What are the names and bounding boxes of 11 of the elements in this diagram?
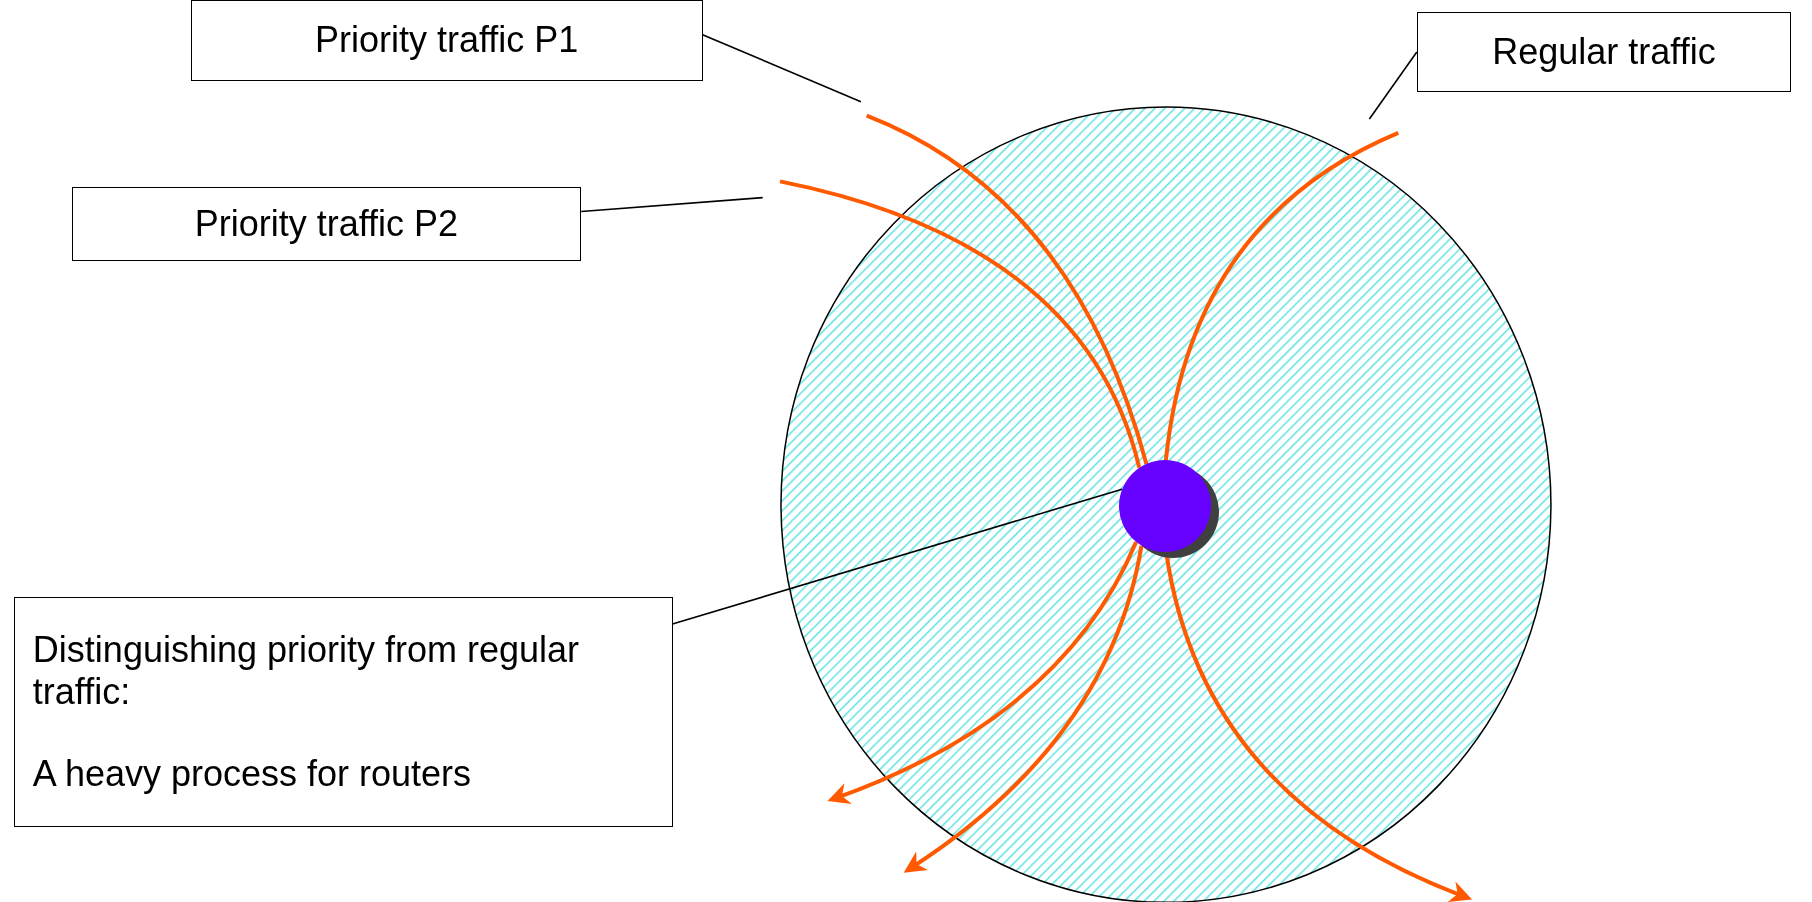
traffic-arrow [903,545,1144,873]
leader-line [1368,51,1418,120]
label-text: A heavy process for routers [32,753,472,796]
label-text: Distinguishing priority from regular traffic: [32,629,581,714]
label-text: Priority traffic P1 [314,19,579,62]
leader-line [580,196,764,213]
label-text: Regular traffic [1492,31,1716,73]
leader-line [671,488,1123,625]
traffic-arrow [827,541,1138,804]
label-text: Priority traffic P2 [194,203,459,246]
leader-line [701,33,862,103]
